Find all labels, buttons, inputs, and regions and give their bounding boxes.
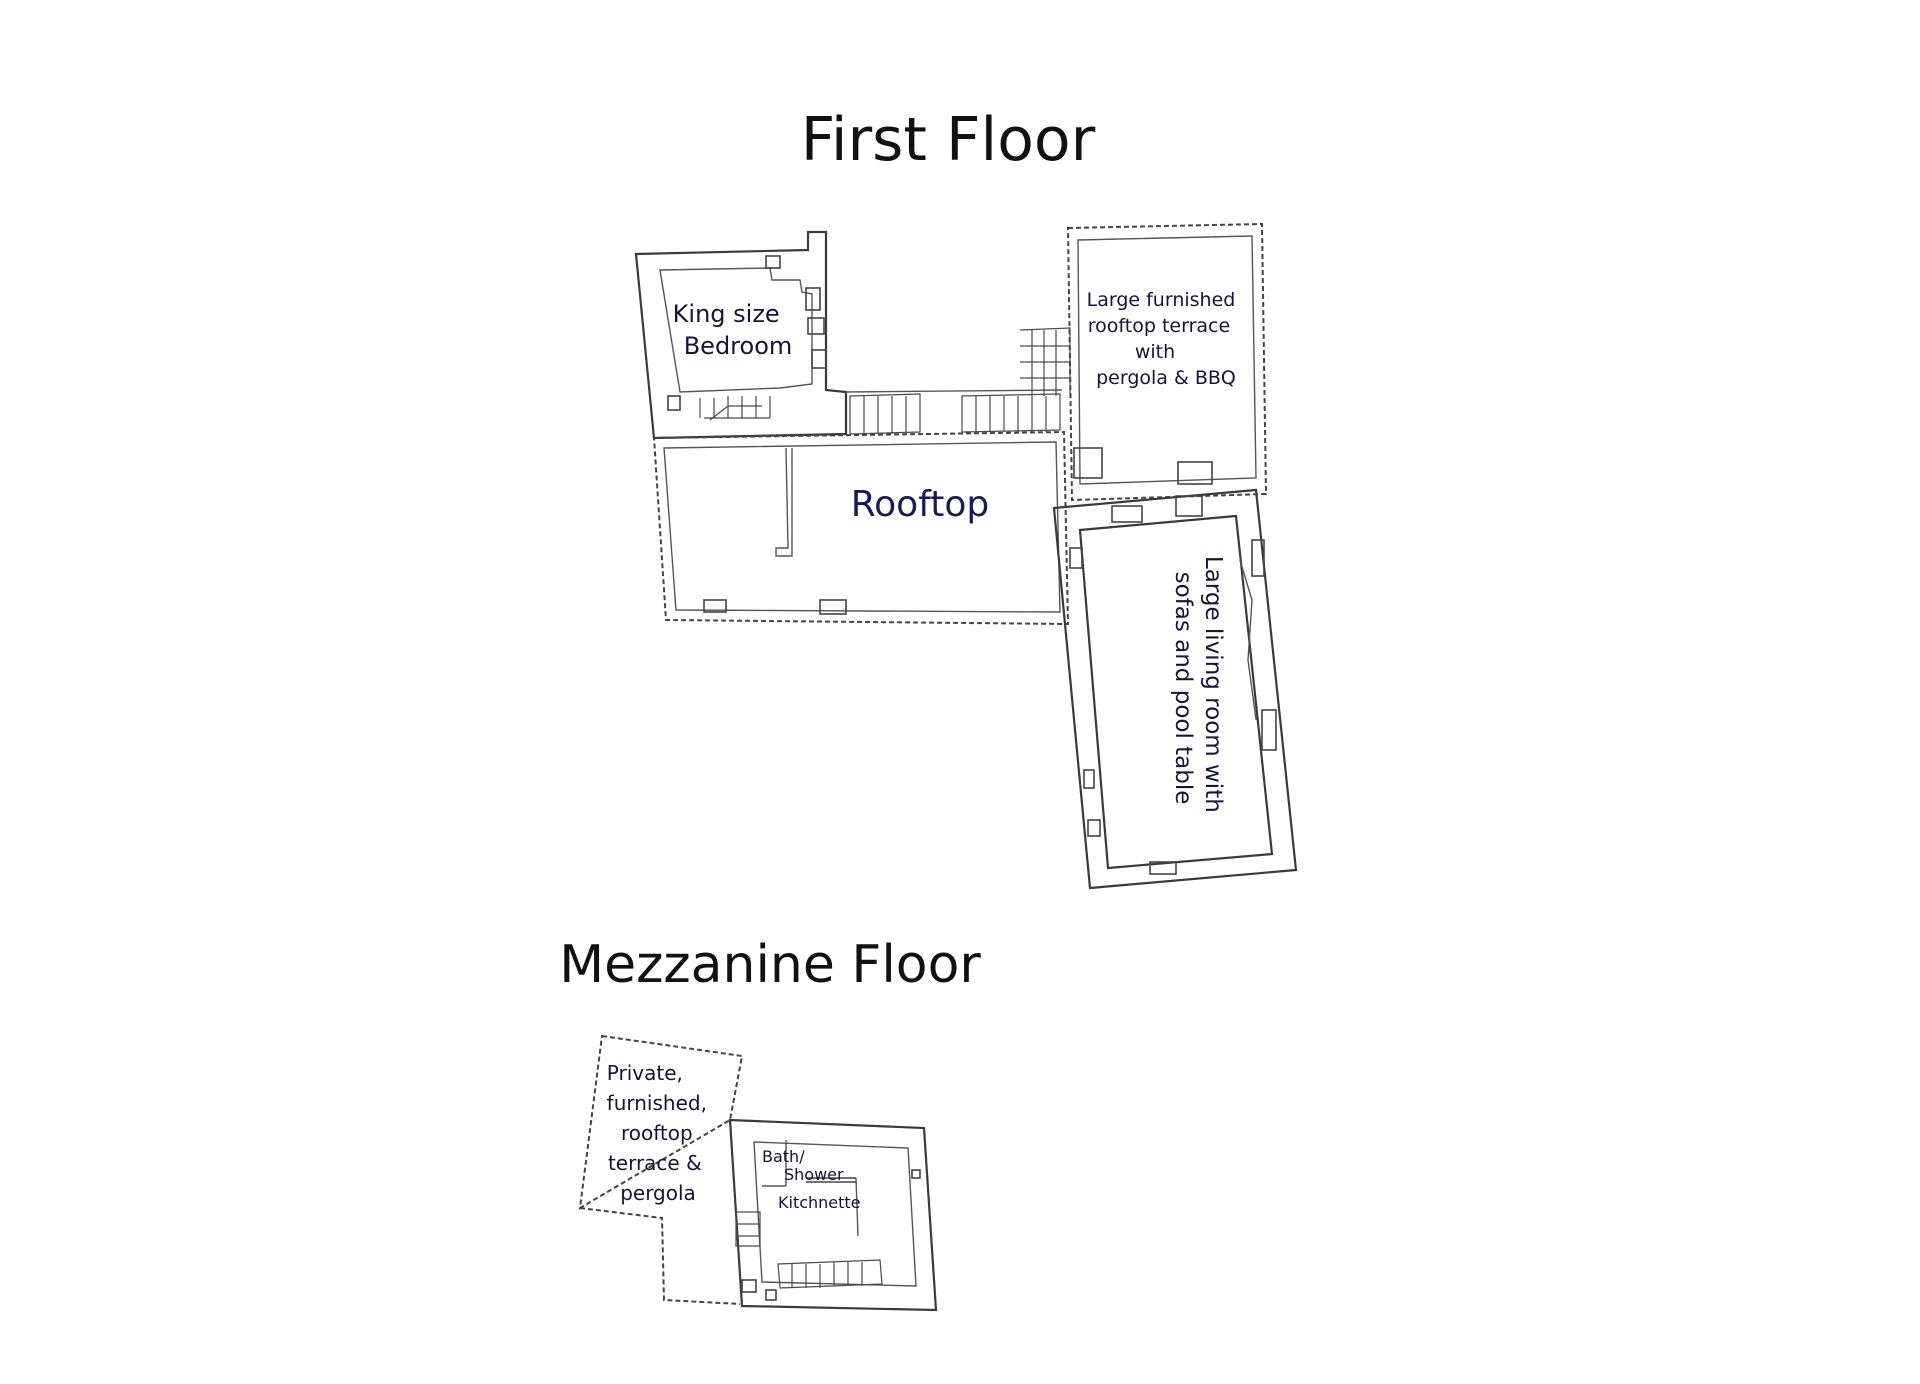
mezzanine-floor-title: Mezzanine Floor — [559, 935, 981, 995]
living-room-label: Large living room with sofas and pool ta… — [1170, 556, 1226, 820]
mezzanine-floor-plan — [578, 1034, 938, 1312]
kitchnette-label: Kitchnette — [778, 1193, 861, 1212]
mezzanine-terrace-label: Private, furnished, rooftop terrace & pe… — [607, 1061, 714, 1205]
first-floor-plan — [634, 222, 1298, 890]
terrace-label: Large furnished rooftop terrace with per… — [1087, 289, 1242, 389]
rooftop-label: Rooftop — [851, 484, 989, 525]
first-floor-title: First Floor — [801, 105, 1096, 175]
bath-label: Bath/ Shower — [762, 1147, 844, 1184]
mezzanine-rooms-outline — [728, 1118, 938, 1312]
mezzanine-terrace-outline — [578, 1034, 744, 1305]
rooftop-outline — [652, 430, 1070, 626]
terrace-outline — [1066, 222, 1268, 502]
bedroom-label: King size Bedroom — [673, 300, 793, 360]
corridor-outline — [845, 327, 1071, 435]
living-room-outline — [1052, 488, 1298, 890]
